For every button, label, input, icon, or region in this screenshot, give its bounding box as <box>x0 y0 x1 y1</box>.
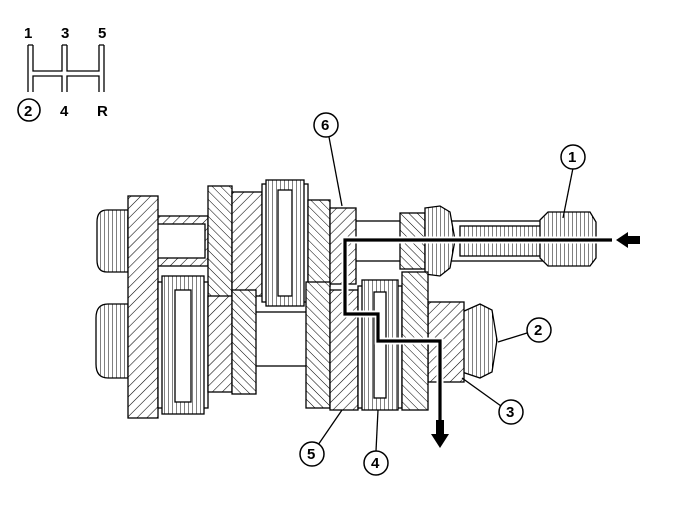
gear-lower-b <box>231 289 257 395</box>
synchronizer-upper <box>261 179 309 307</box>
shift-gate-lines <box>27 44 105 92</box>
svg-text:2: 2 <box>534 322 542 339</box>
gear-label-1: 1 <box>24 25 32 42</box>
gear-upper-c <box>307 199 331 287</box>
gear-label-r: R <box>97 103 108 120</box>
synchronizer-lower-rear <box>157 275 209 415</box>
synchronizer-lower-front <box>357 279 403 411</box>
gear-label-3: 3 <box>61 25 69 42</box>
callout-1: 1 <box>560 144 586 219</box>
gear-upper-a <box>207 185 233 299</box>
svg-text:3: 3 <box>506 404 514 421</box>
svg-text:4: 4 <box>371 455 380 472</box>
front-bearing-lower <box>461 303 498 379</box>
output-arrow <box>431 420 449 448</box>
rear-bearing-lower <box>95 303 129 379</box>
power-flow-path <box>341 236 612 420</box>
gear-label-2: 2 <box>24 103 32 120</box>
callout-6: 6 <box>313 112 343 207</box>
svg-text:5: 5 <box>307 446 315 463</box>
input-arrow <box>616 232 640 248</box>
svg-text:6: 6 <box>321 117 329 134</box>
gear-label-5: 5 <box>98 25 106 42</box>
callout-2: 2 <box>497 317 552 343</box>
gearbox <box>95 179 597 419</box>
gear-label-4: 4 <box>60 103 69 120</box>
gear-lower-c <box>305 281 331 409</box>
rear-bearing-upper <box>96 209 129 273</box>
callout-5: 5 <box>299 409 343 467</box>
callout-3: 3 <box>461 377 524 425</box>
gear-lower-a <box>207 295 233 393</box>
gear-upper-b <box>231 191 263 297</box>
svg-text:1: 1 <box>568 149 576 166</box>
shift-pattern: 1 3 5 2 4 R <box>17 25 108 122</box>
selected-gear-circle <box>17 98 41 122</box>
callout-4: 4 <box>363 409 389 476</box>
rear-gear-block <box>127 195 159 419</box>
